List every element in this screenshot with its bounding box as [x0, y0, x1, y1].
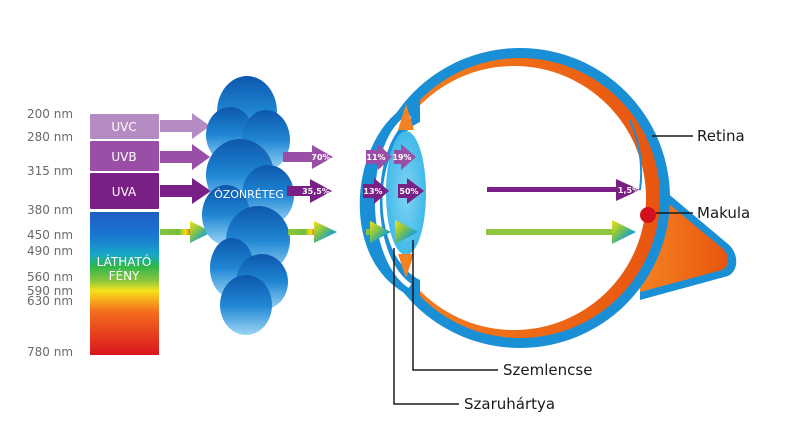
visible-light-label-line1: LÁTHATÓ	[97, 254, 152, 269]
lens-callout: Szemlencse	[412, 240, 592, 379]
uvb-after-ozone-arrow-icon: 70%	[283, 145, 333, 169]
visible-lens-arrow-icon	[395, 220, 418, 244]
wavelength-scale: 200 nm 280 nm 315 nm 380 nm 450 nm 490 n…	[27, 107, 73, 359]
wavelength-label: 200 nm	[27, 107, 73, 121]
uva-retina-percent: 1,5%	[618, 186, 640, 195]
wavelength-label: 630 nm	[27, 294, 73, 308]
cornea-label: Szaruhártya	[464, 395, 555, 413]
band-uvb-label: UVB	[111, 150, 136, 164]
retina-label: Retina	[697, 127, 745, 145]
uva-lens-arrow-icon: 50%	[398, 178, 424, 204]
wavelength-label: 490 nm	[27, 244, 73, 258]
uvc-arrow-icon	[160, 113, 210, 139]
uvb-after-ozone-percent: 70%	[311, 153, 330, 162]
visible-retina-arrow-icon	[486, 220, 636, 244]
wavelength-label: 280 nm	[27, 130, 73, 144]
retina-callout: Retina	[652, 127, 745, 145]
visible-after-ozone-arrow-icon	[288, 221, 337, 243]
lens-label: Szemlencse	[503, 361, 592, 379]
band-uvc-label: UVC	[111, 120, 136, 134]
wavelength-label: 780 nm	[27, 345, 73, 359]
visible-cornea-arrow-icon	[366, 221, 391, 243]
visible-light-label-line2: FÉNY	[109, 268, 140, 283]
wavelength-label: 590 nm	[27, 284, 73, 298]
wavelength-label: 315 nm	[27, 164, 73, 178]
wavelength-label: 380 nm	[27, 203, 73, 217]
visible-light-arrow-icon	[160, 221, 212, 243]
uvb-cornea-arrow-icon: 11%	[366, 144, 392, 170]
ozone-layer-cloud: ÓZONRÉTEG	[202, 76, 294, 335]
macula-dot	[640, 207, 656, 223]
uvb-lens-percent: 19%	[392, 153, 411, 162]
ozone-layer-label: ÓZONRÉTEG	[214, 188, 284, 201]
band-uva-label: UVA	[112, 185, 137, 199]
macula-label: Makula	[697, 204, 750, 222]
band-visible-light: LÁTHATÓ FÉNY	[90, 212, 159, 355]
band-uvc: UVC	[90, 114, 159, 139]
macula-callout: Makula	[656, 204, 750, 222]
uva-arrow-icon	[160, 178, 211, 204]
uvb-cornea-percent: 11%	[366, 153, 385, 162]
wavelength-label: 450 nm	[27, 228, 73, 242]
uva-retina-arrow-icon: 1,5%	[487, 179, 640, 201]
band-uvb: UVB	[90, 141, 159, 171]
uva-after-ozone-arrow-icon: 35,5%	[287, 179, 332, 203]
band-uva: UVA	[90, 173, 159, 209]
uvb-arrow-icon	[160, 144, 210, 170]
uvb-lens-arrow-icon: 19%	[392, 144, 416, 170]
uva-cornea-percent: 13%	[363, 187, 382, 196]
uva-lens-percent: 50%	[399, 187, 418, 196]
uva-after-ozone-percent: 35,5%	[302, 187, 330, 196]
cornea-callout: Szaruhártya	[393, 248, 555, 413]
eye-illustration	[359, 48, 737, 348]
uva-cornea-arrow-icon: 13%	[363, 178, 389, 204]
wavelength-label: 560 nm	[27, 270, 73, 284]
